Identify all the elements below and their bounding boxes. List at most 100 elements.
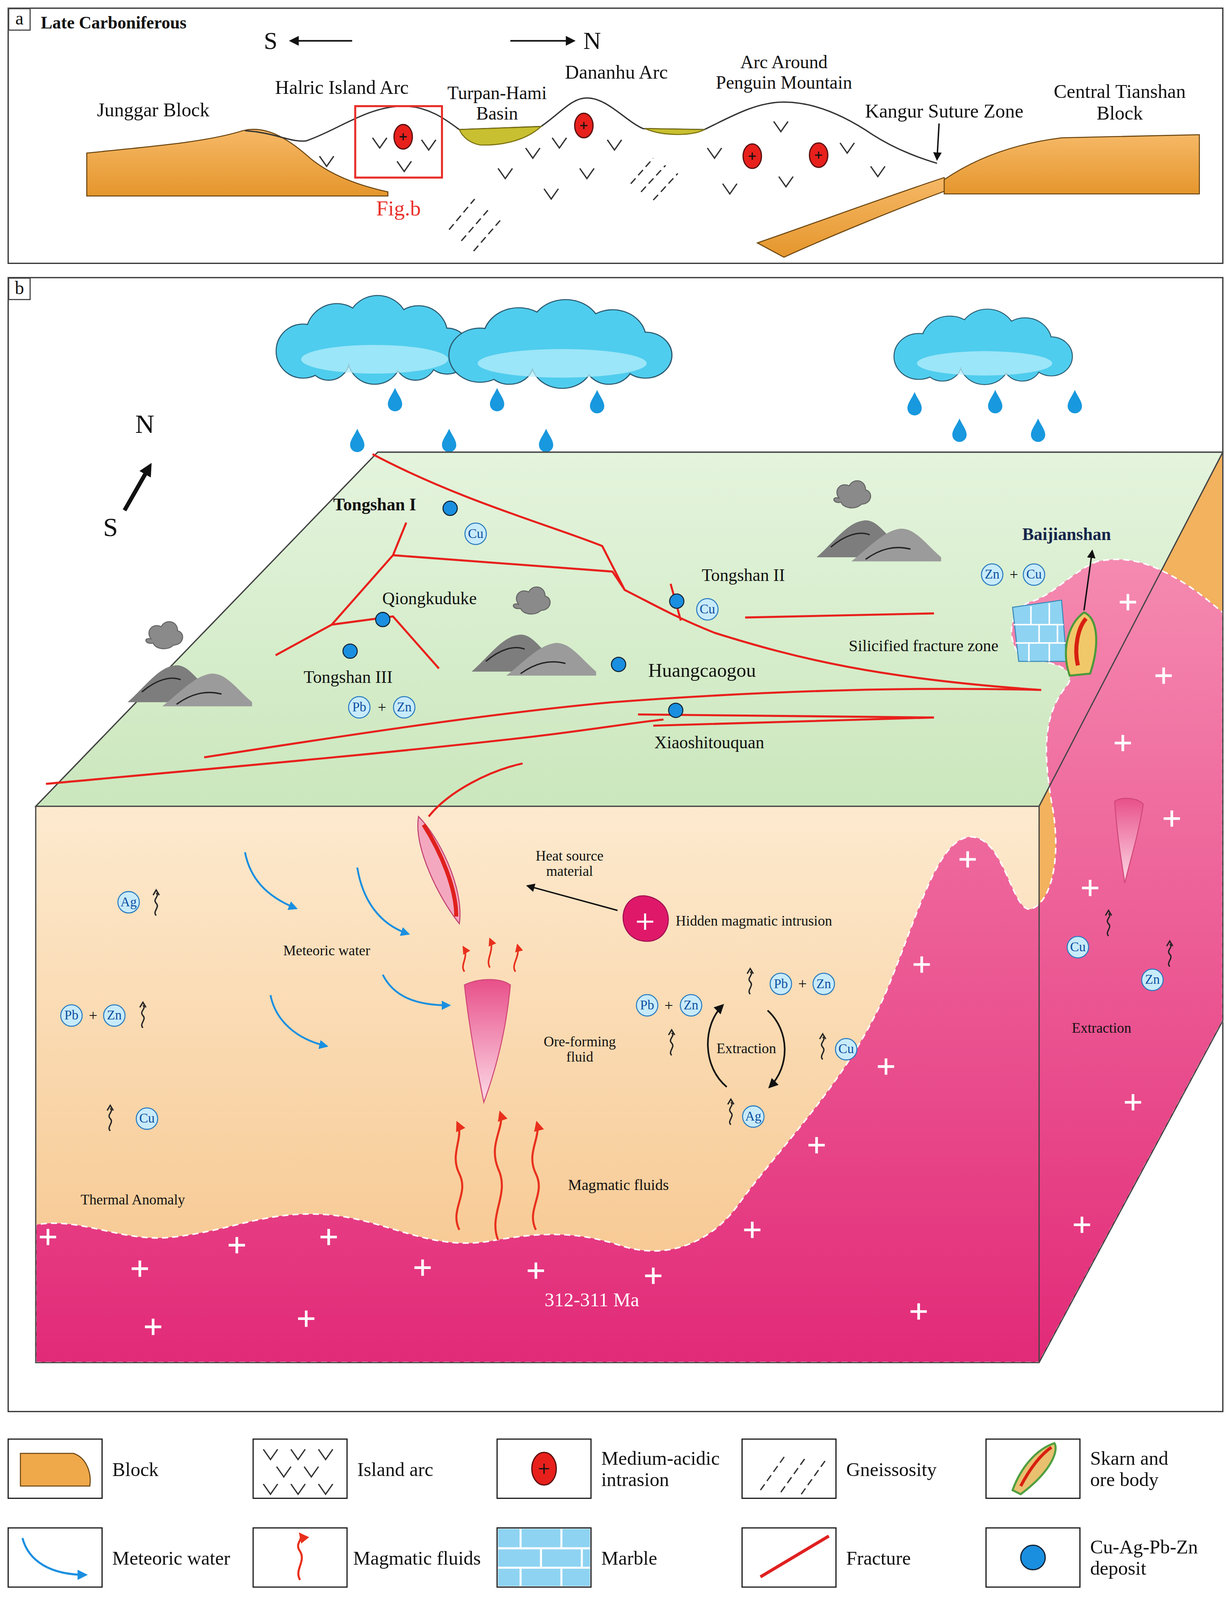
element-symbol: Cu [838, 1042, 855, 1057]
skarn-ore-body [1076, 618, 1086, 666]
granite-cross [1073, 1216, 1091, 1234]
island-arc-pattern [840, 142, 855, 153]
element-circle: Zn [1141, 968, 1164, 992]
island-arc-pattern [707, 148, 722, 159]
label-text: S [103, 511, 118, 542]
gneissosity-pattern [448, 158, 678, 251]
element-symbol: Cu [467, 526, 484, 541]
meteoric-arrow [245, 852, 450, 1047]
legend-swatch [531, 1452, 557, 1485]
legend-swatch [298, 1534, 302, 1581]
island-arc-pattern [319, 121, 885, 200]
fluid-squiggle [107, 1105, 114, 1132]
basin-fill [645, 128, 705, 135]
label-text: Meteoric water [283, 943, 371, 960]
intrusion-symbol [743, 144, 762, 169]
legend-text: Meteoric water [112, 1546, 231, 1569]
island-arc-pattern [870, 166, 886, 177]
granite-cross [744, 1221, 761, 1239]
marble-patch [1012, 600, 1067, 662]
legend-box [497, 1527, 592, 1588]
fracture-line [428, 763, 523, 817]
fluid-squiggle [819, 1033, 826, 1060]
legend-text: Block [112, 1458, 159, 1480]
label-text: Halric Island Arc [275, 76, 409, 98]
label-text: Tongshan II [701, 564, 785, 585]
legend-swatch [318, 1484, 334, 1495]
label-text: + [377, 698, 387, 716]
fluid-arrow [455, 938, 539, 1240]
mountain [127, 665, 252, 707]
legend-text: Cu-Ag-Pb-Zn deposit [1090, 1535, 1218, 1579]
rain-drop [387, 387, 403, 412]
granite-cross [959, 851, 976, 868]
marble-patch [1012, 600, 1067, 662]
ore-fluid-body [464, 979, 510, 1103]
mountain [471, 634, 596, 676]
label-text: + [664, 996, 674, 1014]
label-text: Heat source material [528, 847, 611, 880]
rain-drop [589, 390, 605, 414]
legend-swatch [1020, 1545, 1046, 1571]
legend-text: Gneissosity [846, 1458, 937, 1480]
deposit-dot [611, 657, 626, 672]
legend-text: Fracture [846, 1546, 911, 1569]
element-circle: Cu [1066, 936, 1089, 959]
element-circle: Cu [834, 1038, 858, 1061]
label-text: Qiongkuduke [382, 588, 477, 608]
direction-arrows [510, 40, 574, 42]
legend-swatch [263, 1484, 278, 1495]
label-text: Arc Around Penguin Mountain [709, 52, 858, 94]
legend-swatch [538, 1463, 549, 1474]
block-edges [35, 452, 1223, 1363]
label-text: Baijianshan [1022, 524, 1112, 544]
granite-cross [298, 1310, 315, 1327]
granite-cross [645, 1267, 662, 1285]
figure-label: Fig.b [375, 197, 421, 221]
granite-cross [1124, 1094, 1142, 1111]
legend-swatch [497, 1529, 590, 1587]
cloud [276, 296, 470, 384]
granite-cross [320, 1228, 338, 1246]
fluid-arrow [513, 945, 518, 972]
extraction-cycle [707, 1005, 785, 1088]
block-edges [1038, 806, 1040, 1363]
granite-cross [39, 1228, 57, 1246]
element-circle: Ag [117, 891, 141, 914]
fluid-squiggle [1105, 910, 1112, 937]
element-symbol: Pb [64, 1008, 79, 1023]
panel-letter: a [15, 9, 24, 30]
fluid-arrow [463, 947, 466, 972]
ore-vein [423, 824, 457, 917]
leader-arrow [1084, 551, 1093, 611]
island-arc-pattern [722, 183, 738, 194]
legend-swatch [801, 1458, 827, 1495]
element-symbol: Cu [699, 602, 716, 617]
legend-box [8, 1439, 102, 1499]
ore-vein [417, 816, 460, 924]
island-arc-pattern [319, 156, 334, 167]
deposit-dot [668, 703, 683, 718]
granite-cross [39, 594, 1181, 1336]
element-symbol: Zn [107, 1008, 122, 1023]
island-arc-pattern [421, 140, 437, 151]
rain-drop [442, 428, 457, 453]
direction-arrows [290, 40, 353, 42]
element-symbol: Zn [1145, 972, 1160, 988]
legend-text: Magmatic fluids [353, 1546, 481, 1569]
meteoric-arrow [382, 974, 449, 1006]
island-arc-pattern [607, 140, 622, 151]
rain-drop [350, 428, 365, 453]
intrusion-symbol [809, 142, 828, 168]
rain-drop [952, 418, 967, 443]
label-text: Junggar Block [97, 98, 210, 120]
island-arc-pattern [773, 121, 789, 132]
ore-vein [417, 816, 460, 924]
label-text: Silicified fracture zone [848, 636, 999, 656]
volcanic-smoke [833, 480, 871, 508]
legend-box [741, 1527, 836, 1588]
legend-box [985, 1527, 1080, 1588]
intrusion-symbol [574, 113, 594, 138]
element-symbol: Ag [120, 895, 137, 910]
